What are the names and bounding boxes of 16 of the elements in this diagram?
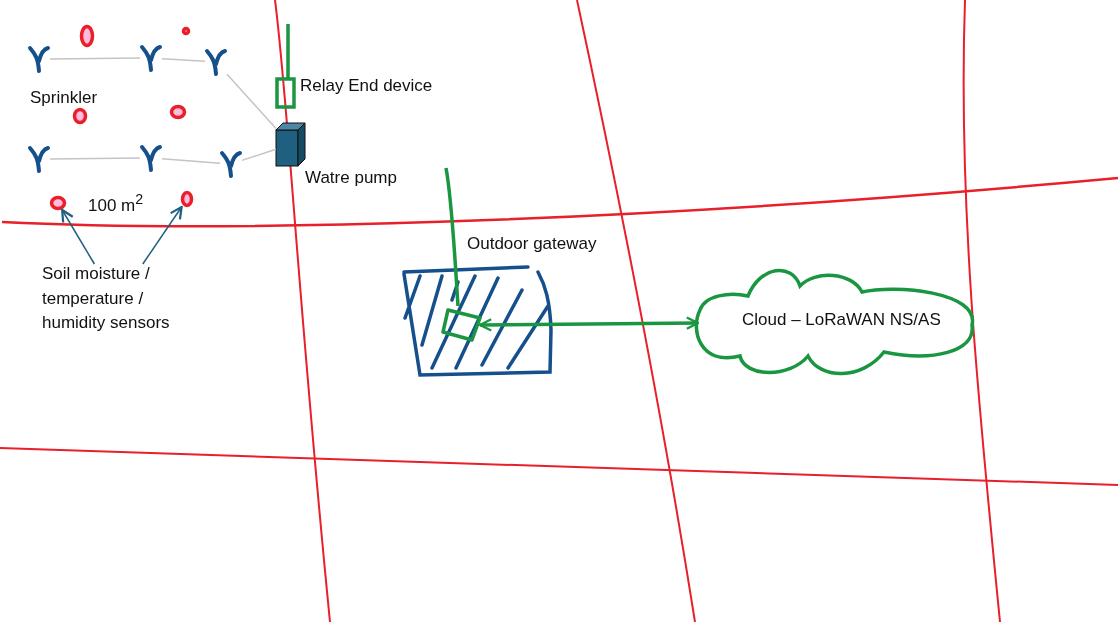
leader-line [61, 208, 96, 265]
pipe-line [161, 57, 206, 63]
area-label: 100 m$^{2}$ [88, 190, 144, 217]
pipe-line [49, 157, 141, 160]
node-label: Watre pump [305, 167, 398, 189]
pipe-line [241, 148, 277, 162]
leader-line [142, 205, 183, 265]
pipe-line [161, 158, 221, 164]
node-label: Relay End device [300, 75, 434, 97]
node-label: Cloud – LoRaWAN NS/AS [742, 309, 942, 331]
pipe-line [49, 57, 141, 60]
arrow [478, 316, 700, 332]
pipe-line [226, 73, 277, 130]
part-label: Sprinkler [30, 87, 98, 109]
node-label: Soil moisture / temperature / humidity sensors [42, 263, 171, 335]
node-label: Outdoor gateway [467, 233, 598, 255]
